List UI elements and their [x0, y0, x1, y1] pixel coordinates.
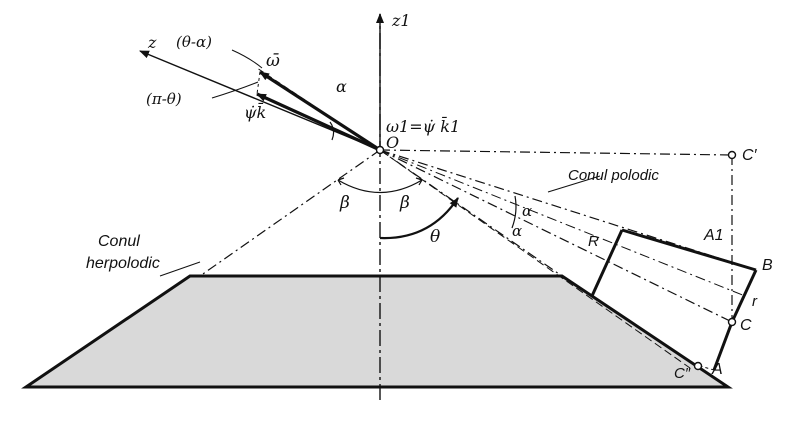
beta-arc — [337, 179, 423, 194]
point-C — [727, 317, 737, 327]
label-alpha-right-2: α — [512, 222, 522, 240]
point-C-prime — [727, 150, 737, 160]
label-alpha-right-1: α — [522, 202, 532, 220]
label-beta-right: β — [399, 193, 410, 213]
parallelogram-side — [256, 71, 261, 95]
beta-arc-arrow-r — [415, 177, 423, 186]
label-z: z — [147, 33, 157, 52]
herpolodic-cone-left — [199, 149, 381, 277]
label-O: O — [386, 133, 399, 152]
alpha-top-arc — [329, 121, 335, 141]
point-O — [375, 145, 385, 155]
horizontal-oc-prime — [379, 149, 733, 156]
label-omega: ω̄ — [266, 51, 280, 71]
label-z1: z1 — [391, 11, 411, 30]
label-C-double-prime: C″ — [674, 365, 691, 382]
body-C-to-A — [712, 321, 734, 371]
beta-arc-arrow-l — [337, 177, 345, 186]
polodic-cone-axis — [379, 149, 746, 297]
herpolodic-leader — [159, 261, 201, 277]
label-r: r — [752, 293, 758, 310]
label-B: B — [762, 257, 773, 274]
label-C: C — [740, 317, 752, 334]
label-theta-minus-alpha: (θ-α) — [176, 33, 212, 51]
label-pi-minus-theta: (π-θ) — [146, 90, 182, 108]
label-A1: A1 — [703, 227, 724, 244]
A-to-C-double-prime — [699, 365, 715, 371]
label-alpha-top: α — [336, 77, 347, 96]
label-theta: θ — [430, 227, 440, 247]
body-B-to-C — [730, 269, 758, 323]
label-beta-left: β — [339, 193, 350, 213]
label-omega1-equation: ω1=ψ̇ k̄1 — [386, 115, 460, 136]
point-C-double-prime — [693, 361, 703, 371]
alpha-right-arc — [511, 195, 517, 229]
label-c-prime: C′ — [742, 147, 758, 164]
psi-dot-k-vector — [256, 92, 381, 152]
herpolodic-cone-right — [379, 149, 563, 277]
polodic-cone-lower — [379, 149, 733, 323]
label-A: A — [711, 361, 723, 378]
label-conul: Conul — [98, 233, 140, 250]
contact-line-extension — [379, 149, 691, 369]
omega-dashed-line — [256, 67, 381, 151]
label-conul-polodic: Conul polodic — [568, 167, 659, 184]
body-upper-edge — [621, 228, 757, 272]
label-R: R — [588, 233, 599, 250]
fixed-plane — [21, 274, 733, 389]
theta-minus-alpha-arc — [231, 49, 263, 69]
pi-minus-theta-arc — [211, 81, 259, 99]
conul-polodic-leader — [547, 175, 601, 193]
label-herpolodic: herpolodic — [86, 255, 160, 272]
label-psi-dot-k: ψ̇k̄ — [244, 101, 266, 122]
theta-arc — [379, 197, 459, 240]
body-radius-R — [590, 229, 624, 297]
